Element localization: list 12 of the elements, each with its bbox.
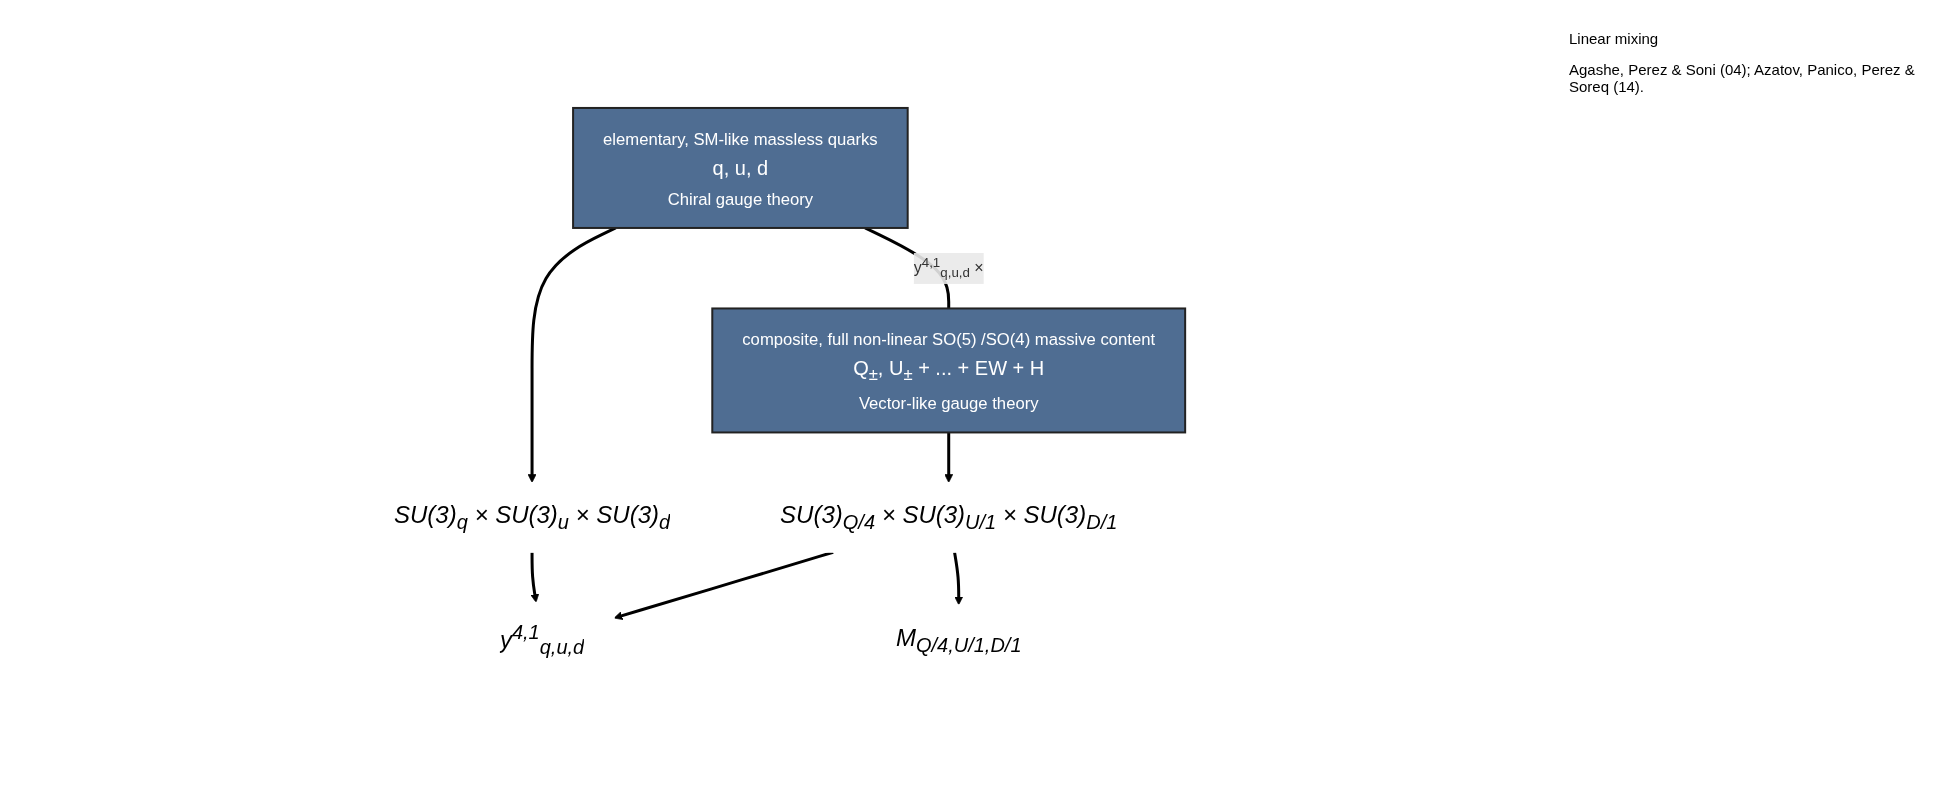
node-box: composite, full non-linear SO(5) /SO(4) massive content Q$_{±}$, U$_{±}$ + ... + EW + H Vector-like gauge theory: [711, 307, 1187, 434]
node-box: elementary, SM-like massless quarks q, u, d Chiral gauge theory: [572, 106, 909, 229]
arrow: [953, 552, 964, 606]
arrow: [944, 432, 954, 483]
note: Linear mixing: [1569, 30, 1660, 47]
arrow: [530, 552, 540, 603]
node-text: SU(3)$_{q}$ × SU(3)$_{u}$ × SU(3)$_{d}$: [393, 501, 671, 534]
arrow: [527, 226, 617, 483]
edge-label: y$^{4,1}$$_{q,u,d}$ ×: [913, 254, 984, 281]
node-text: SU(3)$_{Q/4}$ × SU(3)$_{U/1}$ × SU(3)$_{D/1}$: [780, 501, 1118, 534]
node-text: M$_{Q/4,U/1,D/1}$: [895, 623, 1022, 656]
note: Agashe, Perez & Soni (04); Azatov, Panico, Perez & Soreq (14).: [1569, 61, 1916, 95]
